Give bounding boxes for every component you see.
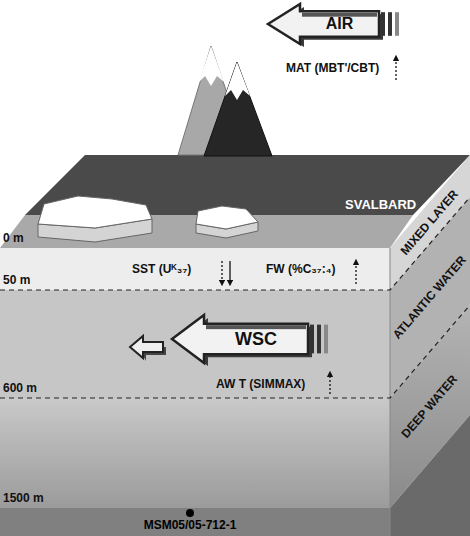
proxy-label: MAT (MBT'/CBT) (286, 62, 379, 76)
arrow-body (172, 315, 308, 363)
current-arrow: WSC (172, 315, 332, 363)
arrow-tail-stripe (324, 325, 328, 354)
arrow-body (268, 4, 379, 44)
proxy-label: FW (%C₃₇:₄) (266, 263, 335, 277)
mixed-layer-front (0, 248, 390, 290)
depth-label: 1500 m (3, 492, 44, 506)
region-label: SVALBARD (345, 198, 416, 213)
iceberg-top (196, 206, 258, 229)
deep-water-front (0, 398, 390, 508)
arrow-tail-stripe (395, 12, 399, 36)
arrow-tail-stripe (317, 325, 321, 354)
block-edge (390, 248, 391, 536)
trend-arrow-up (355, 262, 356, 284)
snow-cap (199, 46, 224, 86)
core-site-dot (186, 509, 194, 517)
trend-arrow-down (229, 261, 230, 283)
trend-arrow-up (395, 58, 396, 80)
mountain-dark (204, 62, 272, 156)
proxy-label: AW T (SIMMAX) (216, 378, 305, 392)
depth-boundary (0, 305, 470, 398)
sediment-front (0, 508, 390, 536)
depth-label: 0 m (3, 232, 24, 246)
arrow-tail-stripe (381, 12, 385, 36)
proxy-label: SST (Uᴷ₃₇) (132, 263, 191, 277)
arrow-tail-stripe (310, 325, 314, 354)
trend-arrow-down (221, 261, 222, 283)
iceberg-top (38, 196, 152, 228)
depth-boundary (0, 197, 470, 290)
snow-cap (225, 62, 250, 100)
trend-arrow-up (329, 374, 330, 394)
core-label: MSM05/05-712-1 (144, 519, 237, 533)
air-flow-arrow: AIR (268, 4, 403, 44)
arrow-tail-stripe (388, 12, 392, 36)
depth-label: 600 m (3, 382, 37, 396)
atlantic-water-front (0, 290, 390, 398)
depth-label: 50 m (3, 274, 30, 288)
arrow-label: AIR (326, 15, 354, 33)
branch-current-arrow (130, 336, 163, 358)
arrow-label: WSC (235, 329, 277, 350)
